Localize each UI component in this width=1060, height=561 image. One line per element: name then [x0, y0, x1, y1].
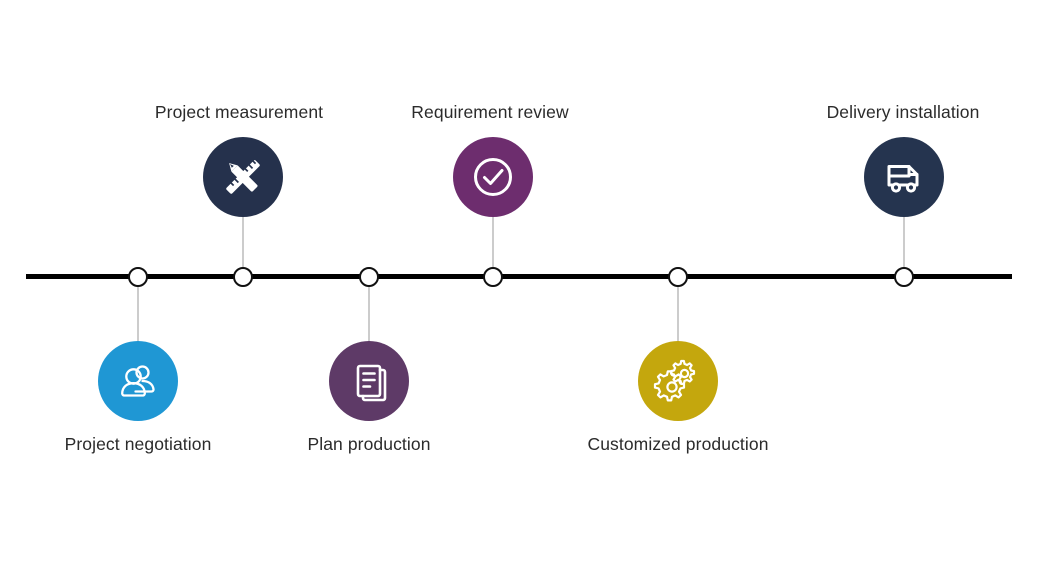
- timeline-node-2[interactable]: [233, 267, 253, 287]
- timeline-node-6[interactable]: [894, 267, 914, 287]
- step-icon-requirement-review[interactable]: [453, 137, 533, 217]
- step-label-project-measurement: Project measurement: [154, 102, 324, 122]
- step-icon-project-negotiation[interactable]: [98, 341, 178, 421]
- step-icon-customized-production[interactable]: [638, 341, 718, 421]
- people-group-icon: [115, 358, 161, 404]
- step-label-project-negotiation: Project negotiation: [64, 434, 212, 454]
- timeline-node-3[interactable]: [359, 267, 379, 287]
- timeline-node-1[interactable]: [128, 267, 148, 287]
- gears-icon: [653, 356, 703, 406]
- connector-stem-3: [368, 283, 370, 343]
- check-circle-icon: [470, 154, 516, 200]
- connector-stem-6: [903, 217, 905, 271]
- delivery-truck-icon: [881, 154, 927, 200]
- document-stack-icon: [347, 359, 391, 403]
- timeline-node-5[interactable]: [668, 267, 688, 287]
- timeline-axis: [26, 274, 1012, 279]
- connector-stem-5: [677, 283, 679, 343]
- step-label-plan-production: Plan production: [307, 434, 431, 454]
- step-label-requirement-review: Requirement review: [411, 102, 569, 122]
- step-label-customized-production: Customized production: [587, 434, 769, 454]
- timeline-node-4[interactable]: [483, 267, 503, 287]
- pencil-ruler-icon: [219, 153, 267, 201]
- step-label-delivery-installation: Delivery installation: [826, 102, 980, 122]
- step-icon-plan-production[interactable]: [329, 341, 409, 421]
- connector-stem-1: [137, 283, 139, 343]
- connector-stem-4: [492, 217, 494, 271]
- step-icon-delivery-installation[interactable]: [864, 137, 944, 217]
- connector-stem-2: [242, 217, 244, 271]
- step-icon-project-measurement[interactable]: [203, 137, 283, 217]
